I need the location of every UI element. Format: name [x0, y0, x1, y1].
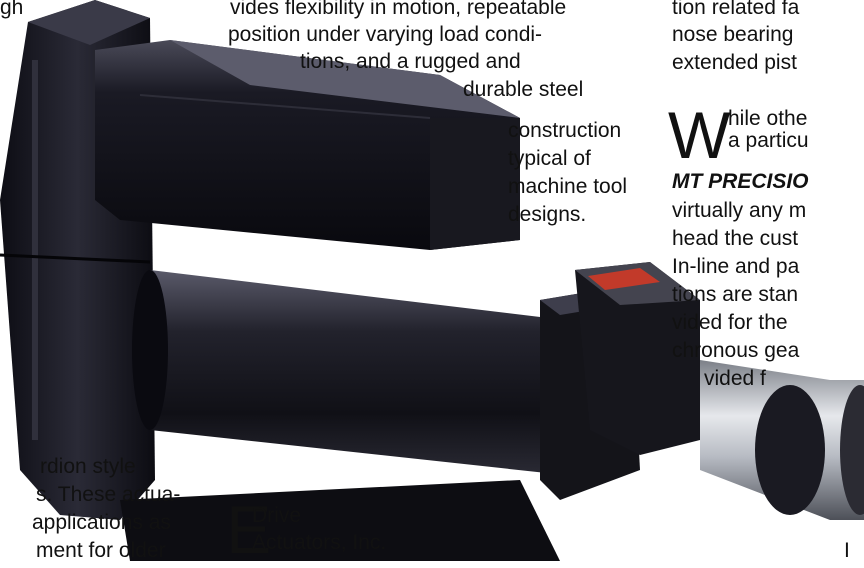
right-text-line: a particu	[728, 129, 809, 152]
left-text-fragment: gh	[0, 0, 24, 19]
logo-letter: E	[226, 492, 272, 568]
brand-name-fragment: MT PRECISIO	[672, 170, 809, 193]
center-text-line: tions, and a rugged and	[300, 50, 521, 73]
logo-line-2: Actuators, Inc.	[252, 531, 387, 554]
right-text-line: tion related fa	[672, 0, 800, 19]
center-text-line: machine tool	[508, 175, 628, 198]
right-text-fragment: I	[844, 539, 850, 562]
center-text-line: construction	[508, 119, 622, 142]
center-text-line: position under varying load condi-	[228, 23, 543, 46]
right-text-line: vided f	[704, 367, 766, 390]
center-text-line: vides flexibility in motion, repeatable	[230, 0, 567, 19]
right-text-line: hile othe	[728, 107, 808, 130]
right-text-line: chronous gea	[672, 339, 800, 362]
center-text-line: designs.	[508, 203, 587, 226]
center-text-line: durable steel	[463, 78, 584, 101]
left-text-line: rdion style	[40, 455, 136, 478]
left-text-line: applications as	[32, 511, 171, 534]
right-text-line: head the cust	[672, 227, 799, 250]
center-text-line: typical of	[508, 147, 591, 170]
drop-cap-w: W	[668, 98, 731, 172]
company-logo: E Drive Actuators, Inc.	[226, 492, 426, 568]
left-text-line: ment for older	[36, 539, 166, 562]
left-text-line: s. These actua-	[36, 483, 181, 506]
logo-line-1: Drive	[252, 504, 302, 527]
right-text-line: In-line and pa	[672, 255, 800, 278]
right-text-line: extended pist	[672, 51, 797, 74]
right-text-line: tions are stan	[672, 283, 799, 306]
right-text-line: virtually any m	[672, 199, 807, 222]
right-text-line: vided for the	[672, 311, 788, 334]
right-text-line: nose bearing	[672, 23, 794, 46]
